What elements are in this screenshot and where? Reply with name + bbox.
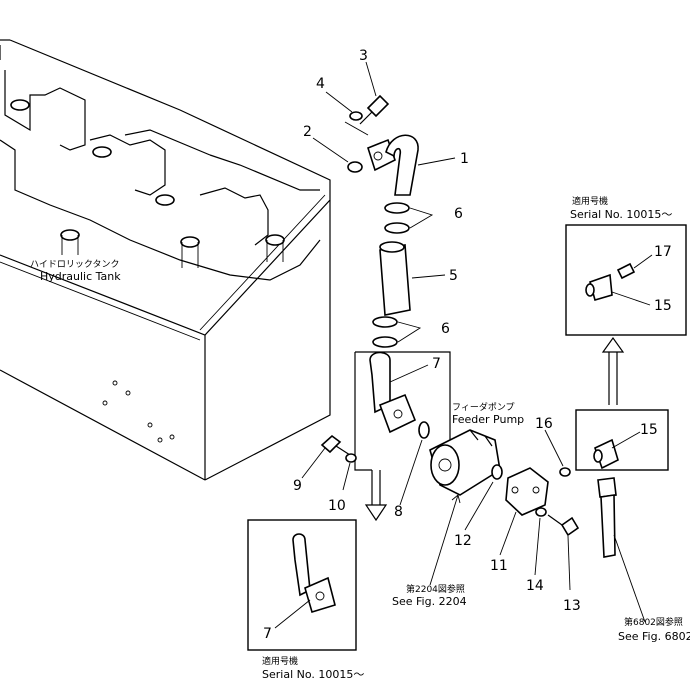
o-ring-8 — [418, 421, 430, 439]
arrow-down — [364, 470, 388, 522]
o-ring-2 — [347, 161, 363, 173]
feeder-label-en: Feeder Pump — [452, 413, 524, 426]
callout-7-alt: 7 — [263, 626, 272, 642]
callout-13: 13 — [563, 598, 581, 614]
clamp-6-bottom — [372, 316, 398, 348]
block-11 — [505, 467, 549, 516]
bolt-13 — [547, 514, 580, 537]
serial-bottom-en: Serial No. 10015～ — [262, 668, 364, 681]
clamp-6-top — [384, 202, 410, 234]
callout-10: 10 — [328, 498, 346, 514]
callout-7: 7 — [432, 356, 441, 372]
callout-17: 17 — [654, 244, 672, 260]
pipe-1 — [367, 134, 419, 196]
hydraulic-tank — [0, 39, 331, 481]
callout-6-top: 6 — [454, 206, 463, 222]
callout-14: 14 — [526, 578, 544, 594]
callout-1: 1 — [460, 151, 469, 167]
serial-bottom-jp: 適用号機 — [262, 655, 298, 667]
fig2204-label-en: See Fig. 2204 — [392, 595, 467, 608]
callout-9: 9 — [293, 478, 302, 494]
hose-6802 — [597, 477, 617, 558]
elbow-15-top — [585, 273, 613, 301]
callout-4: 4 — [316, 76, 325, 92]
callout-12: 12 — [454, 533, 472, 549]
callout-6-bottom: 6 — [441, 321, 450, 337]
o-ring-12 — [491, 464, 503, 480]
callout-16: 16 — [535, 416, 553, 432]
callout-2: 2 — [303, 124, 312, 140]
fig6802-label-en: See Fig. 6802 — [618, 630, 690, 643]
feeder-label-jp: フィーダポンプ — [452, 401, 515, 413]
feeder-pump — [429, 429, 501, 496]
callout-15-top: 15 — [654, 298, 672, 314]
serial-top-en: Serial No. 10015～ — [570, 208, 672, 221]
callout-5: 5 — [449, 268, 458, 284]
fitting-17 — [616, 262, 636, 280]
callout-15-bottom: 15 — [640, 422, 658, 438]
serial-top-jp: 適用号機 — [572, 195, 608, 207]
callout-11: 11 — [490, 558, 508, 574]
arrow-up — [601, 336, 625, 405]
fig6802-label-jp: 第6802図参照 — [624, 616, 683, 628]
pipe-7 — [369, 351, 417, 434]
washer-14 — [535, 507, 547, 517]
hose-5 — [379, 244, 411, 316]
callout-3: 3 — [359, 48, 368, 64]
callout-8: 8 — [394, 504, 403, 520]
tank-label-en: Hydraulic Tank — [40, 270, 121, 283]
o-ring-16 — [559, 467, 571, 477]
pipe-7-alt — [292, 533, 336, 614]
washer-10 — [345, 453, 357, 463]
elbow-box — [575, 409, 669, 471]
washer-4 — [349, 111, 363, 121]
elbow-15-bottom — [593, 438, 619, 470]
bolt-3 — [359, 94, 390, 125]
tank-label-jp: ハイドロリックタンク — [30, 259, 119, 270]
serial-box-top — [565, 224, 687, 336]
fig2204-label-jp: 第2204図参照 — [406, 583, 465, 595]
bolt-9 — [320, 434, 351, 456]
